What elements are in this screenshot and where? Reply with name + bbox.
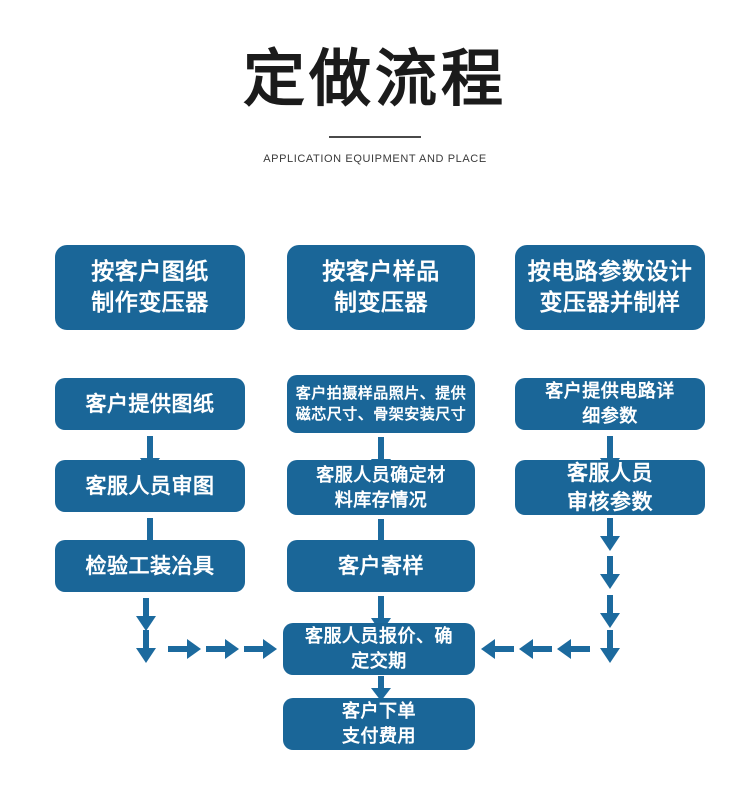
arrow-down-c1-3 <box>134 598 158 632</box>
arrow-left-merge-2 <box>518 637 552 661</box>
arrow-down-c3-4 <box>598 595 622 629</box>
arrow-right-merge-1 <box>168 637 202 661</box>
arrow-down-c3-3 <box>598 556 622 590</box>
flow-node-c1-step1[interactable]: 客户提供图纸 <box>55 378 245 430</box>
page-header: 定做流程 APPLICATION EQUIPMENT AND PLACE <box>0 0 750 166</box>
arrow-down-c3-5 <box>598 630 622 664</box>
page-title: 定做流程 <box>242 42 507 115</box>
flow-node-merge-1[interactable]: 客服人员报价、确 定交期 <box>283 623 475 675</box>
flow-node-c2-step1[interactable]: 客户拍摄样品照片、提供 磁芯尺寸、骨架安装尺寸 <box>287 375 475 433</box>
flow-header-box-1[interactable]: 按客户图纸 制作变压器 <box>55 245 245 330</box>
arrow-right-merge-3 <box>244 637 278 661</box>
flow-node-c3-step1[interactable]: 客户提供电路详 细参数 <box>515 378 705 430</box>
flow-node-c1-step2[interactable]: 客服人员审图 <box>55 460 245 512</box>
flow-node-merge-2[interactable]: 客户下单 支付费用 <box>283 698 475 750</box>
title-divider <box>329 136 421 138</box>
arrow-down-c1-4 <box>134 630 158 664</box>
flow-node-c1-step3[interactable]: 检验工装冶具 <box>55 540 245 592</box>
flow-node-c2-step3[interactable]: 客户寄样 <box>287 540 475 592</box>
flow-node-c3-step2[interactable]: 客服人员 审核参数 <box>515 460 705 515</box>
arrow-left-merge-1 <box>556 637 590 661</box>
arrow-down-merge <box>369 676 393 702</box>
arrow-right-merge-2 <box>206 637 240 661</box>
page-subtitle: APPLICATION EQUIPMENT AND PLACE <box>263 153 487 165</box>
arrow-down-c3-2 <box>598 518 622 552</box>
arrow-left-merge-3 <box>480 637 514 661</box>
flow-node-c2-step2[interactable]: 客服人员确定材 料库存情况 <box>287 460 475 515</box>
flow-header-box-3[interactable]: 按电路参数设计 变压器并制样 <box>515 245 705 330</box>
flow-header-box-2[interactable]: 按客户样品 制变压器 <box>287 245 475 330</box>
